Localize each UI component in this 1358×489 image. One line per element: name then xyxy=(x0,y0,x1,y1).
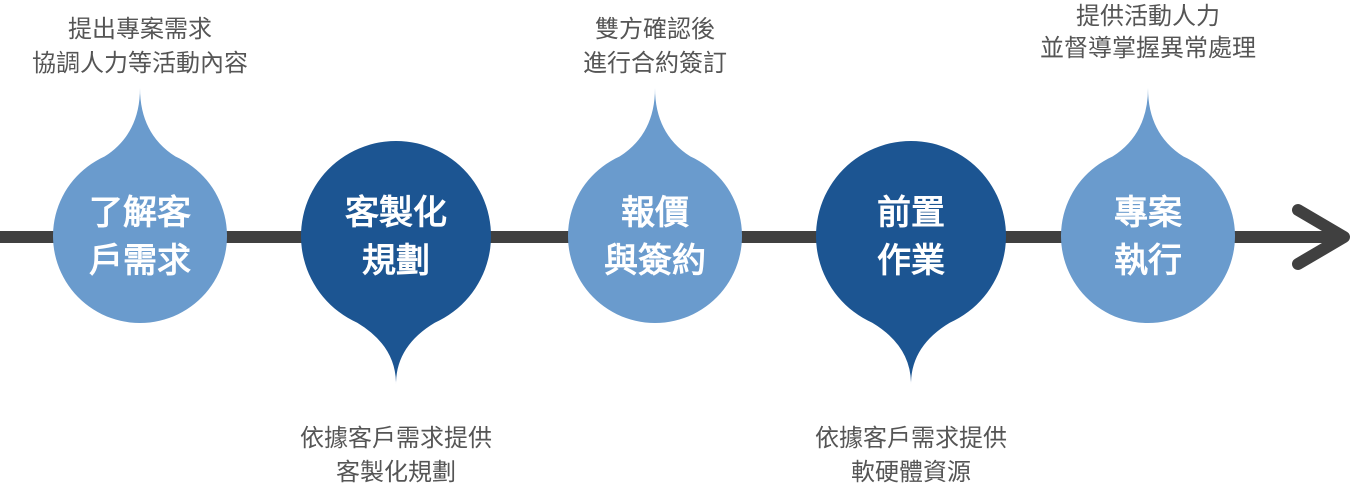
timeline-arrow-head xyxy=(1292,204,1350,270)
step-4-note-line2: 軟硬體資源 xyxy=(851,458,971,486)
step-3: 報價 與簽約 雙方確認後 進行合約簽訂 xyxy=(568,15,742,323)
step-1-bubble xyxy=(52,88,227,323)
step-5-note-line2: 並督導掌握異常處理 xyxy=(1040,34,1256,62)
step-1: 了解客 戶需求 提出專案需求 協調人力等活動內容 xyxy=(32,15,248,323)
step-1-title-line1: 了解客 xyxy=(89,193,191,233)
step-3-title-line2: 與簽約 xyxy=(604,241,706,281)
step-2-title-line2: 規劃 xyxy=(362,241,430,281)
step-1-note-line2: 協調人力等活動內容 xyxy=(32,49,248,77)
step-4-title-line2: 作業 xyxy=(877,241,945,281)
step-5-note-line1: 提供活動人力 xyxy=(1076,2,1220,30)
step-2-bubble xyxy=(301,140,492,384)
step-2-note-line2: 客製化規劃 xyxy=(336,458,456,486)
step-1-title-line2: 戶需求 xyxy=(89,241,191,281)
step-4-bubble xyxy=(816,140,1007,384)
step-3-bubble xyxy=(568,88,742,323)
step-1-note-line1: 提出專案需求 xyxy=(68,15,212,43)
step-2: 客製化 規劃 依據客戶需求提供 客製化規劃 xyxy=(300,140,492,486)
step-4-title-line1: 前置 xyxy=(877,193,945,233)
step-3-note-line1: 雙方確認後 xyxy=(595,15,715,43)
step-5-title-line2: 執行 xyxy=(1114,241,1182,281)
step-5-title-line1: 專案 xyxy=(1114,193,1183,233)
step-2-note-line1: 依據客戶需求提供 xyxy=(300,424,492,452)
step-3-note-line2: 進行合約簽訂 xyxy=(583,49,727,77)
step-3-title-line1: 報價 xyxy=(621,193,689,233)
step-2-title-line1: 客製化 xyxy=(345,193,447,233)
step-4: 前置 作業 依據客戶需求提供 軟硬體資源 xyxy=(815,140,1007,486)
step-4-note-line1: 依據客戶需求提供 xyxy=(815,424,1007,452)
step-5: 專案 執行 提供活動人力 並督導掌握異常處理 xyxy=(1040,2,1256,323)
step-5-bubble xyxy=(1060,88,1235,323)
